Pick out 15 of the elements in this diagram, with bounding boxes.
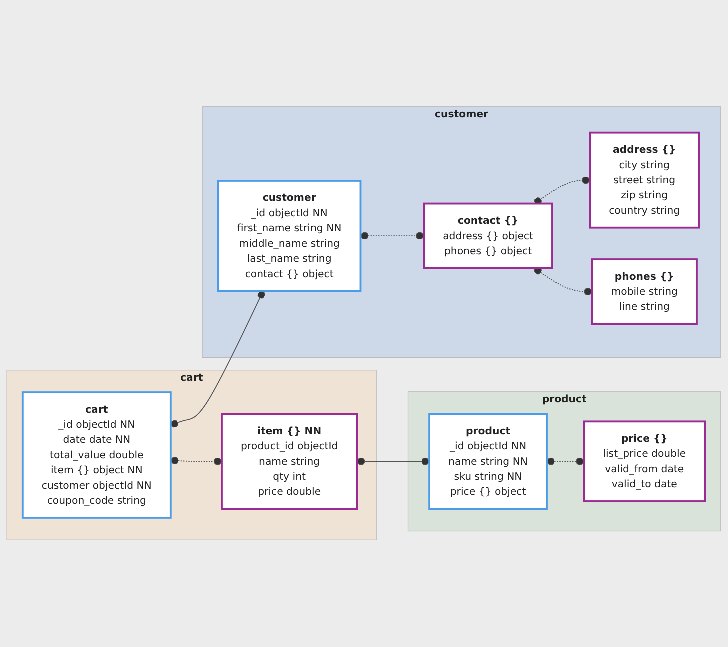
connector bbox=[360, 232, 425, 240]
connector bbox=[534, 176, 591, 206]
connector bbox=[170, 456, 222, 466]
node-box: phones {} mobile string line string bbox=[591, 258, 698, 326]
connector bbox=[546, 458, 585, 466]
node-box: cart _id objectId NN date date NN total_value double item {} object NN customer objectId NN coupon_code string bbox=[22, 392, 172, 519]
node-box: item {} NN product_id objectId name string qty int price double bbox=[221, 413, 358, 510]
connector bbox=[356, 458, 430, 466]
node-box: customer _id objectId NN first_name string NN middle_name string last_name string contact {} object bbox=[217, 180, 362, 292]
node-box: contact {} address {} object phones {} object bbox=[423, 202, 554, 270]
connector bbox=[170, 290, 266, 428]
node-box: product _id objectId NN name string NN sku string NN price {} object bbox=[428, 413, 548, 510]
node-box: address {} city string street string zip string country string bbox=[589, 132, 700, 229]
connector bbox=[534, 266, 593, 296]
node-box: price {} list_price double valid_from date valid_to date bbox=[583, 420, 706, 502]
